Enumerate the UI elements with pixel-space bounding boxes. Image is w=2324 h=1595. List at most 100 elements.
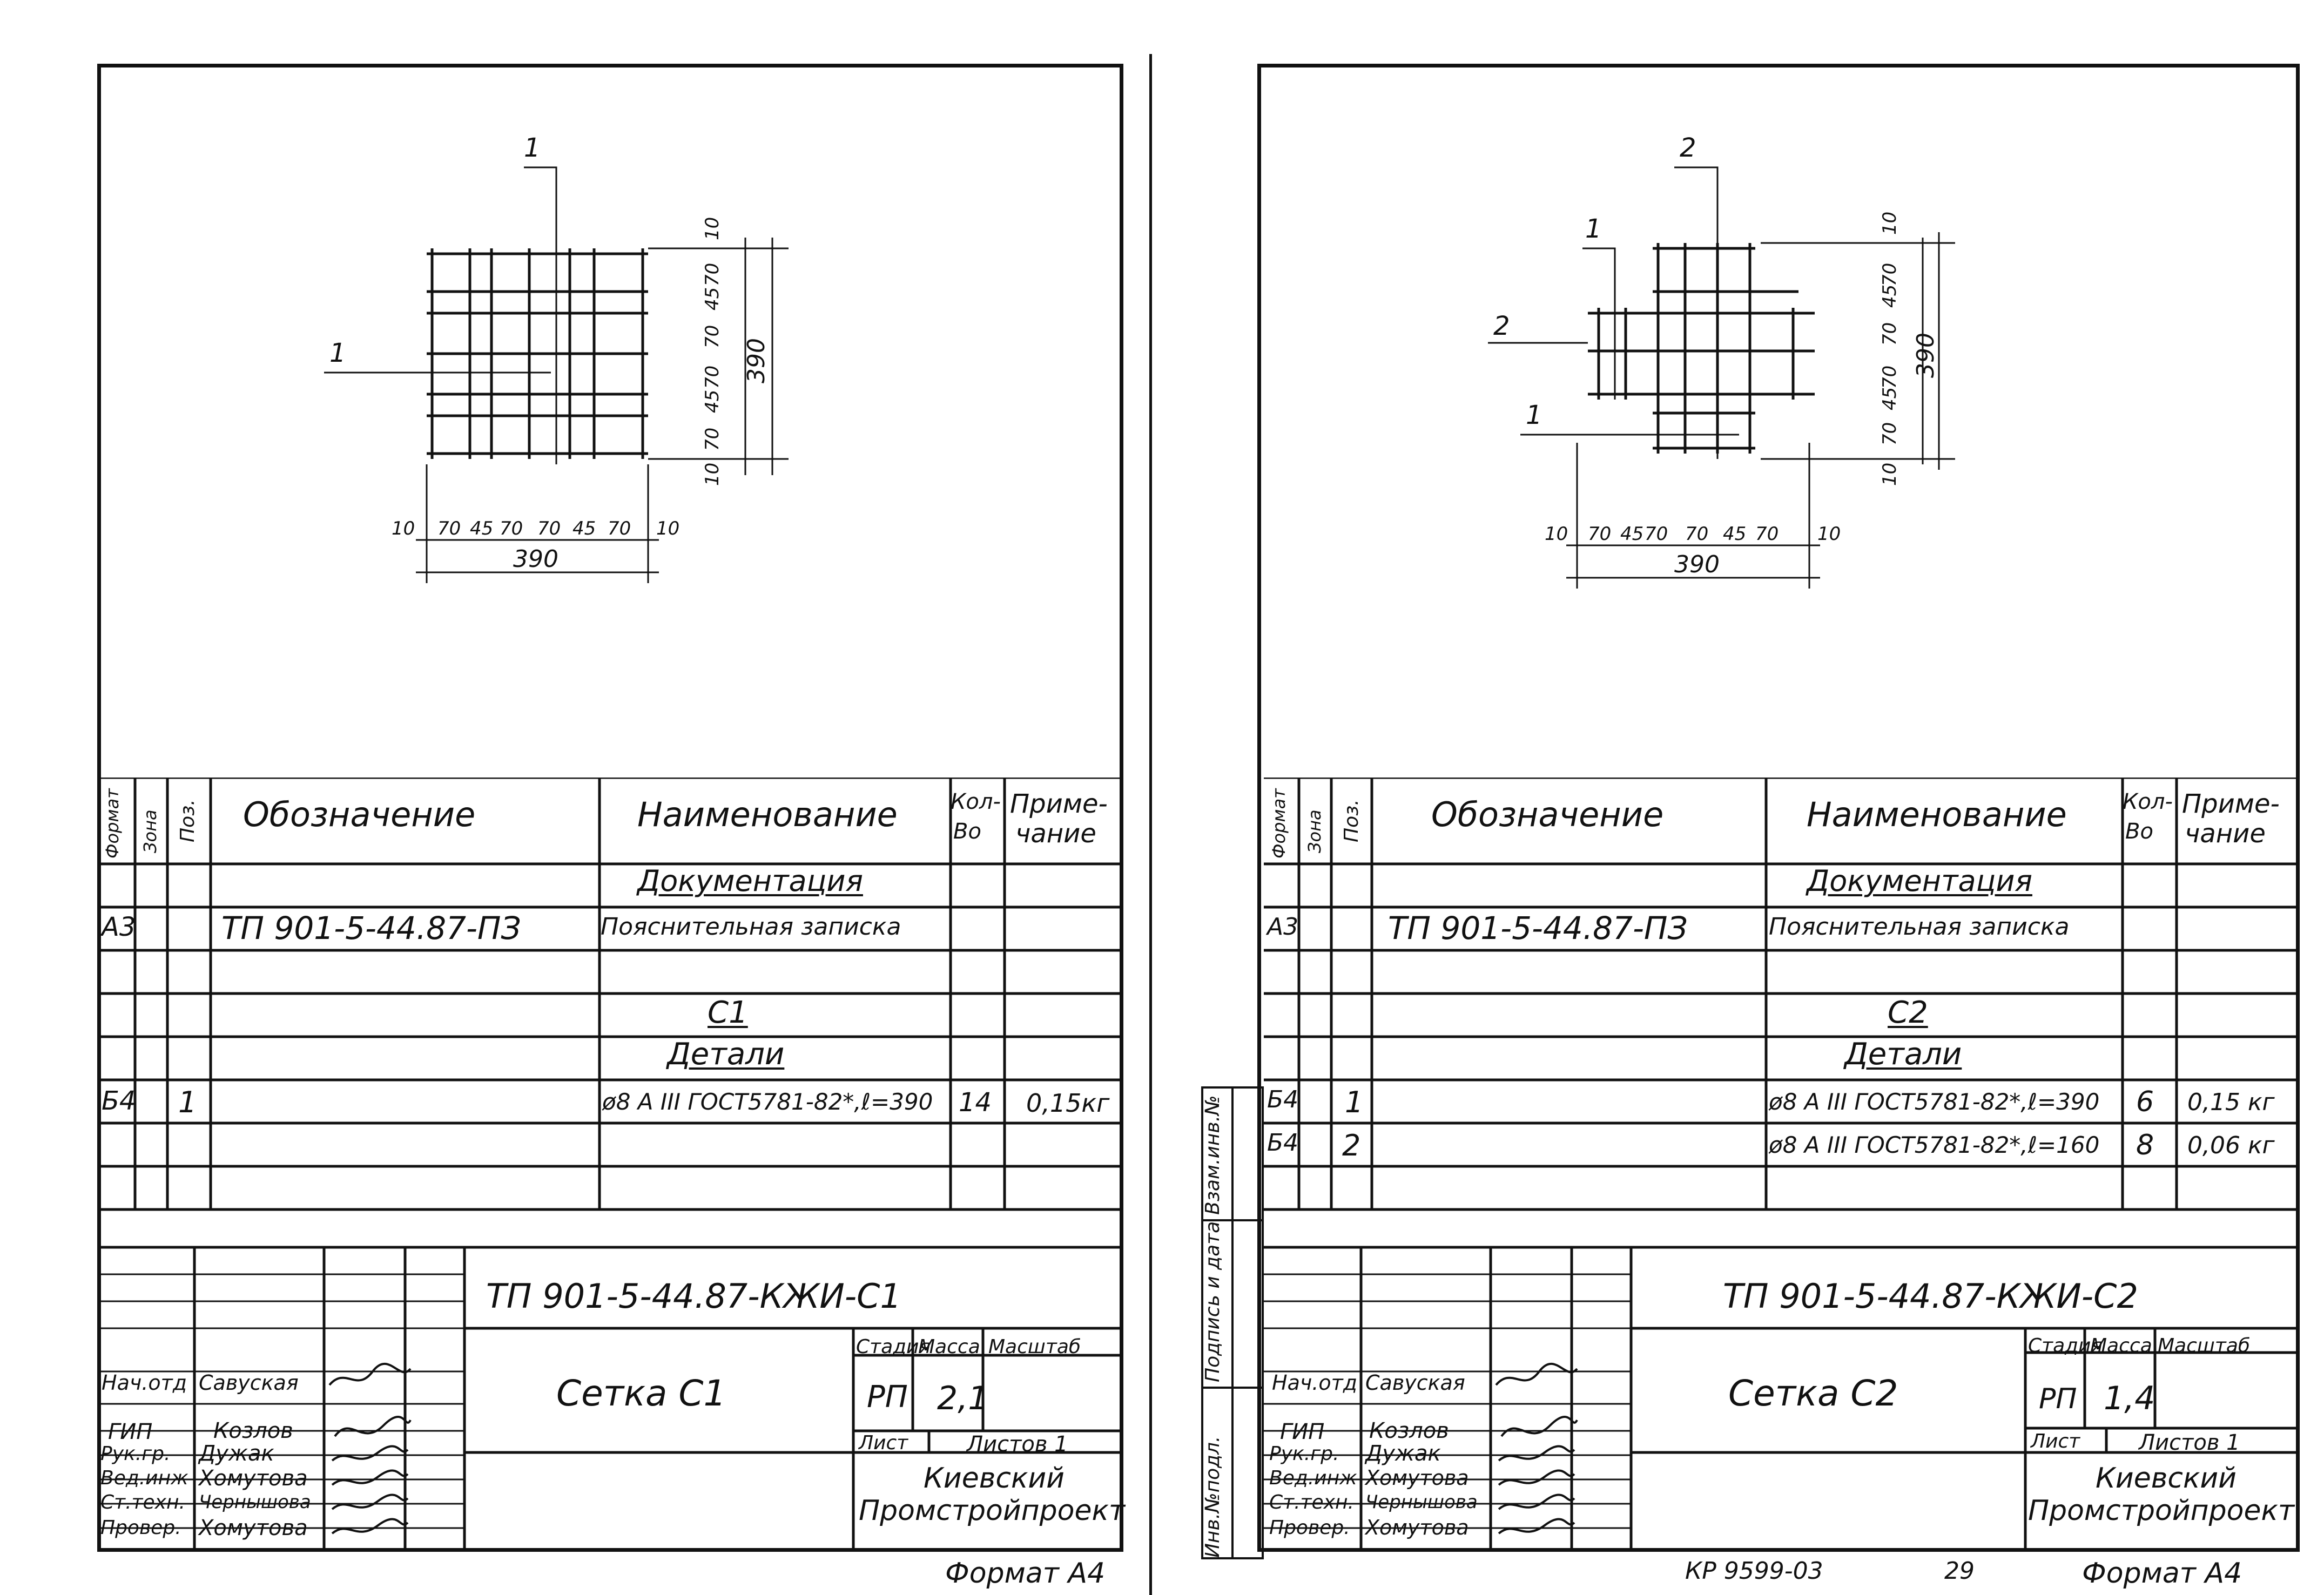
right-stamp-replace-inv: Взам.инв.№ xyxy=(1202,1095,1224,1215)
left-dim-horizontal-total: 390 xyxy=(513,545,558,573)
left-role-1: ГИП xyxy=(108,1420,153,1444)
svg-text:70: 70 xyxy=(1755,523,1779,545)
right-row-2-name: ø8 А III ГОСТ5781-82*,ℓ=160 xyxy=(1769,1132,2100,1158)
right-role-2: Рук.гр. xyxy=(1269,1443,1339,1465)
left-row-pos: 1 xyxy=(178,1085,197,1119)
left-role-3: Вед.инж xyxy=(100,1467,188,1489)
left-col-zone: Зона xyxy=(140,809,160,853)
right-stamp-inv-orig: Инв.№подл. xyxy=(1202,1436,1224,1558)
svg-text:10: 10 xyxy=(392,518,415,539)
left-col-format: Формат xyxy=(102,788,123,859)
left-role-2: Рук.гр. xyxy=(100,1443,171,1465)
right-person-2: Дужак xyxy=(1365,1441,1441,1466)
left-pos-label-side: 1 xyxy=(329,338,346,368)
left-scale-label: Масштаб xyxy=(988,1336,1081,1358)
svg-text:45: 45 xyxy=(1620,523,1643,545)
right-sheet-label: Лист xyxy=(2031,1430,2080,1452)
right-side-stamp-frame xyxy=(1201,1086,1264,1559)
right-sheet-frame xyxy=(1257,64,2300,1552)
left-doc-name: Пояснительная записка xyxy=(601,913,901,941)
left-section-docs: Документация xyxy=(637,864,863,898)
right-person-0: Савуская xyxy=(1365,1371,1465,1395)
right-scale-label: Масштаб xyxy=(2158,1335,2251,1357)
right-dim-horizontal-total: 390 xyxy=(1674,551,1720,578)
left-role-4: Ст.техн. xyxy=(100,1491,185,1513)
left-footer-format: Формат А4 xyxy=(945,1557,1106,1590)
svg-text:10: 10 xyxy=(702,217,723,240)
svg-text:45: 45 xyxy=(470,518,493,539)
right-section-item: С2 xyxy=(1888,995,1928,1030)
left-doc-code: ТП 901-5-44.87-КЖИ-С1 xyxy=(486,1276,901,1316)
left-person-3: Хомутова xyxy=(199,1466,308,1491)
left-col-designation: Обозначение xyxy=(243,795,476,834)
right-stage-label: Стадия xyxy=(2028,1335,2103,1357)
left-sheet-label: Лист xyxy=(859,1432,908,1454)
right-row-1-format: Б4 xyxy=(1267,1086,1299,1113)
right-doc-name: Пояснительная записка xyxy=(1769,913,2070,941)
left-person-5: Хомутова xyxy=(199,1516,308,1540)
right-stamp-signature-date: Подпись и дата xyxy=(1202,1221,1224,1382)
right-col-note-1: Приме- xyxy=(2182,789,2280,819)
left-dim-vertical: 10 70 45 70 70 45 70 10 xyxy=(702,217,723,486)
right-col-qty-2: Во xyxy=(2125,819,2153,844)
right-role-5: Провер. xyxy=(1269,1517,1350,1539)
right-signatures xyxy=(1495,1363,1578,1535)
right-row-1-qty: 6 xyxy=(2136,1086,2154,1118)
right-col-qty-1: Кол- xyxy=(2123,789,2173,814)
right-col-designation: Обозначение xyxy=(1431,795,1664,834)
right-role-1: ГИП xyxy=(1280,1420,1325,1444)
right-dim-horizontal: 10 70 45 70 70 45 70 10 xyxy=(1545,523,1841,545)
left-col-qty-2: Во xyxy=(953,819,981,844)
right-row-2-format: Б4 xyxy=(1267,1129,1299,1157)
right-section-docs: Документация xyxy=(1807,864,2032,898)
right-org-line-2: Промстройпроект xyxy=(2028,1495,2295,1527)
left-spec-grid xyxy=(97,778,1123,1552)
svg-text:45: 45 xyxy=(1879,387,1901,410)
right-footer-format: Формат А4 xyxy=(2082,1557,2242,1590)
right-section-details: Детали xyxy=(1844,1037,1962,1072)
right-col-name: Наименование xyxy=(1807,795,2067,834)
left-mass-value: 2,1 xyxy=(937,1380,989,1417)
left-dim-horizontal: 10 70 45 70 70 45 70 10 xyxy=(392,518,679,539)
right-sheets-label: Листов 1 xyxy=(2139,1430,2240,1455)
right-row-1-pos: 1 xyxy=(1345,1085,1364,1119)
left-stage-value: РП xyxy=(867,1380,908,1415)
svg-text:45: 45 xyxy=(1723,523,1746,545)
left-sheet-title: Сетка С1 xyxy=(556,1373,726,1414)
right-mesh-bars xyxy=(1588,243,1815,454)
right-stage-value: РП xyxy=(2039,1383,2077,1415)
right-doc-designation: ТП 901-5-44.87-ПЗ xyxy=(1388,910,1688,947)
right-col-note-2: чание xyxy=(2185,819,2266,849)
svg-text:70: 70 xyxy=(1879,366,1901,389)
svg-text:10: 10 xyxy=(1545,523,1568,545)
left-row-name: ø8 А III ГОСТ5781-82*,ℓ=390 xyxy=(602,1089,933,1115)
left-col-name: Наименование xyxy=(637,795,898,834)
left-person-1: Козлов xyxy=(213,1418,293,1443)
svg-text:70: 70 xyxy=(1879,322,1901,346)
left-signatures xyxy=(328,1363,412,1535)
left-role-5: Провер. xyxy=(100,1517,181,1539)
left-col-pos: Поз. xyxy=(177,799,199,842)
svg-text:10: 10 xyxy=(1879,212,1901,235)
svg-text:70: 70 xyxy=(1879,422,1901,445)
right-row-2-qty: 8 xyxy=(2136,1129,2154,1161)
left-doc-designation: ТП 901-5-44.87-ПЗ xyxy=(221,910,521,947)
svg-text:70: 70 xyxy=(537,518,561,539)
right-row-1-note: 0,15 кг xyxy=(2187,1089,2275,1116)
left-row-note: 0,15кг xyxy=(1026,1089,1110,1118)
svg-text:70: 70 xyxy=(608,518,631,539)
svg-text:70: 70 xyxy=(1685,523,1708,545)
left-col-note-2: чание xyxy=(1015,819,1096,849)
right-footer-page: 29 xyxy=(1944,1557,1975,1585)
right-mesh-drawing: 2 1 2 1 10 70 45 70 70 45 70 10 390 10 7… xyxy=(1488,133,1955,589)
svg-text:70: 70 xyxy=(1588,523,1611,545)
svg-text:45: 45 xyxy=(1879,285,1901,308)
svg-text:10: 10 xyxy=(1879,463,1901,486)
left-col-note-1: Приме- xyxy=(1010,789,1108,819)
svg-text:70: 70 xyxy=(500,518,523,539)
right-pos-label-left-upper: 1 xyxy=(1585,214,1602,244)
left-doc-format: А3 xyxy=(102,912,136,942)
left-org-line-2: Промстройпроект xyxy=(859,1495,1126,1527)
right-person-1: Козлов xyxy=(1369,1418,1449,1443)
